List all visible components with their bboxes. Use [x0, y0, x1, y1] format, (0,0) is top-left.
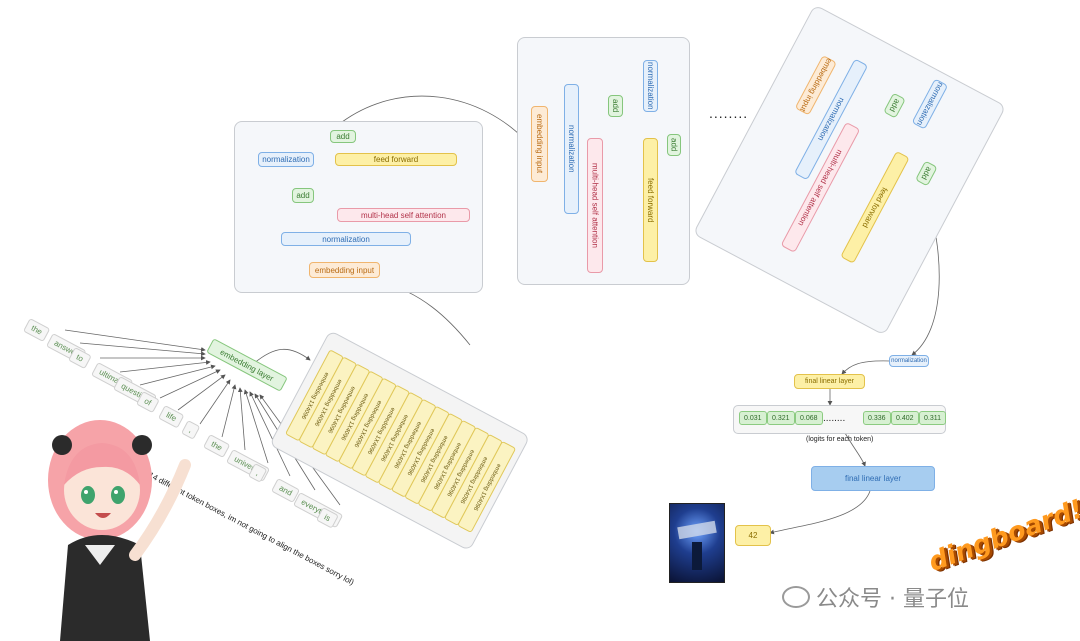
token-box: everything [292, 492, 344, 529]
dingboard-logo: dingboard! [924, 494, 1080, 578]
feed-forward-box-3: feed forward [840, 150, 910, 264]
add-box-top: add [330, 130, 356, 143]
ellipsis-blocks: ........ [709, 105, 749, 121]
mhsa-box-2: multi-head self attention [587, 138, 603, 273]
final-linear-layer-bottom: final linear layer [811, 466, 935, 491]
logit-value: 0.068 [795, 411, 823, 425]
add-box-mid: add [292, 188, 314, 203]
normalization-box-2a: normalization [564, 84, 579, 214]
mhsa-box: multi-head self attention [337, 208, 470, 222]
transformer-block-3: embedding input normalization multi-head… [692, 4, 1007, 336]
embedding-input-box-2: embedding input [531, 106, 548, 182]
logit-value: 0.336 [863, 411, 891, 425]
add-box-3a: add [883, 92, 906, 119]
embedding-input-box: embedding input [309, 262, 380, 278]
normalization-box-bottom: normalization [281, 232, 411, 246]
logit-value: 0.031 [739, 411, 767, 425]
final-linear-layer-top: final linear layer [794, 374, 865, 389]
normalization-box-3b: normalization [911, 78, 949, 130]
add-box-2a: add [608, 95, 623, 117]
logit-value: 0.321 [767, 411, 795, 425]
final-normalization-box: normalization [889, 355, 929, 367]
logit-value: 0.402 [891, 411, 919, 425]
watermark-label: 公众号 · 量子位 [816, 587, 969, 612]
watermark-text: 公众号 · 量子位 [782, 581, 969, 613]
token-box: the [202, 434, 231, 459]
feed-forward-box: feed forward [335, 153, 457, 166]
logits-note: (logits for each token) [806, 436, 874, 443]
logits-ellipsis: ........ [823, 413, 846, 424]
wechat-icon [782, 586, 810, 608]
transformer-block-2: embedding input normalization multi-head… [517, 37, 690, 285]
anime-character-illustration [48, 420, 191, 641]
movie-poster-image [669, 503, 725, 583]
embedding-layer-box: embedding layer [206, 338, 288, 392]
add-box-2b: add [667, 134, 681, 156]
answer-box: 42 [735, 525, 771, 546]
token-box: the [22, 318, 51, 343]
normalization-box-2b: normalization [643, 60, 658, 112]
normalization-box-top: normalization [258, 152, 314, 167]
add-box-3b: add [915, 160, 938, 187]
transformer-block-1: add normalization feed forward add multi… [234, 121, 483, 293]
logit-value: 0.311 [919, 411, 946, 425]
feed-forward-box-2: feed forward [643, 138, 658, 262]
